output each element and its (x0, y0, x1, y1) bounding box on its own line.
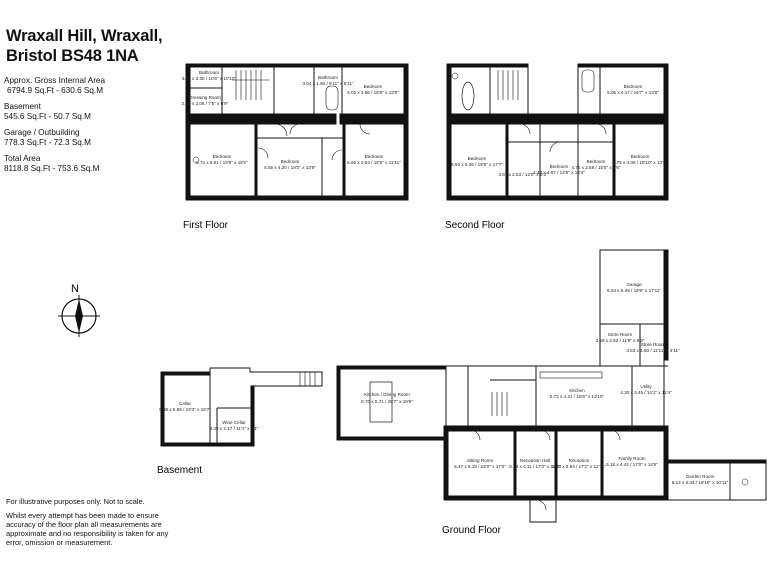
area-summary: Approx. Gross Internal Area 6794.9 Sq.Ft… (4, 76, 105, 174)
reception-hall-name: Reception Hall (520, 458, 550, 463)
ff-bed4-dims: 5.66 x 3.54 / 18'6" x 11'11" (347, 160, 401, 165)
garage-area-value: 778.3 Sq.Ft - 72.3 Sq.M (4, 138, 91, 147)
ff-bathroom2-name: Bathroom (318, 75, 338, 80)
reception-name: Reception (569, 458, 590, 463)
basement-labels: Cellar 5.88 x 5.68 / 19'3" x 18'7" Wine … (159, 401, 259, 431)
garden-room-dims: 5.12 x 3.33 / 16'10" x 10'11" (672, 480, 729, 485)
basement-plan (160, 367, 323, 447)
wine-cellar-dims: 3.39 x 2.17 / 11'1" x 7'1" (210, 426, 259, 431)
family-room-name: Family Room (618, 456, 645, 461)
sf-bed3-dims: 4.43 x 4.07 / 14'6" x 13'4" (533, 170, 585, 175)
ff-dressing-dims: 2.27 x 2.06 / 7'5" x 6'9" (182, 101, 229, 106)
utility-name: Utility (640, 384, 652, 389)
gross-area-value: 6794.9 Sq.Ft - 630.6 Sq.M (7, 86, 104, 95)
ff-bathroom-name: Bathroom (199, 70, 219, 75)
second-floor-plan (446, 63, 669, 201)
basement-area-heading: Basement (4, 102, 41, 111)
store-name: Store Room (641, 342, 666, 347)
disclaimer-line-2: Whilst every attempt has been made to en… (6, 510, 169, 547)
first-floor-labels: Bathroom 3.20 x 3.30 / 10'6" x 10'10" Dr… (182, 70, 402, 170)
sf-bed1-name: Bedroom (624, 84, 643, 89)
cellar-dims: 5.88 x 5.68 / 19'3" x 18'7" (159, 407, 211, 412)
ff-bed2-dims: 5.72 x 5.51 / 18'9" x 18'1" (196, 160, 248, 165)
ground-floor-plan (336, 249, 767, 523)
garage-dims: 6.03 x 5.45 / 19'9" x 17'11" (607, 288, 661, 293)
store-room-name: Store Room (608, 332, 633, 337)
reception-dims: 5.23 x 3.94 / 17'2" x 12'11" (552, 464, 606, 469)
total-area-heading: Total Area (4, 154, 41, 163)
first-floor-plan (185, 63, 409, 201)
family-room-dims: 5.18 x 4.42 / 17'0" x 14'6" (606, 462, 658, 467)
ff-bed2-name: Bedroom (213, 154, 232, 159)
gross-area-heading: Approx. Gross Internal Area (4, 76, 106, 85)
sf-bed5-dims: 5.75 x 4.08 / 18'10" x 13'5" (613, 160, 668, 165)
ff-bed3-dims: 5.55 x 4.20 / 18'2" x 13'9" (264, 165, 316, 170)
store-dims: 3.63 x 1.50 / 11'11" x 4'11" (626, 348, 680, 353)
sitting-room-name: Sitting Room (467, 458, 493, 463)
sf-bed2-dims: 5.93 x 5.36 / 19'5" x 17'7" (451, 162, 503, 167)
address-line-1: Wraxall Hill, Wraxall, (6, 27, 163, 45)
compass-arrow (75, 299, 83, 333)
ground-floor-label: Ground Floor (442, 525, 502, 536)
utility-dims: 4.30 x 3.45 / 14'1" x 11'4" (620, 390, 672, 395)
ff-bathroom-dims: 3.20 x 3.30 / 10'6" x 10'10" (182, 76, 237, 81)
sitting-room-dims: 5.47 x 5.18 / 18'0" x 17'0" (454, 464, 506, 469)
disclaimer-line-1: For illustrative purposes only. Not to s… (6, 497, 145, 506)
property-address: Wraxall Hill, Wraxall, Bristol BS48 1NA (6, 26, 163, 66)
compass: N (58, 283, 100, 337)
store-room-dims: 3.59 x 2.52 / 11'9" x 8'3" (596, 338, 645, 343)
sf-room-dims: 3.67 x 2.53 / 12'0" x 8'3" (498, 172, 548, 177)
kitchen-dining-dims: 8.70 x 5.71 / 28'7" x 18'9" (361, 399, 413, 404)
ff-bed1-dims: 5.03 x 3.96 / 16'6" x 13'0" (347, 90, 399, 95)
ff-dressing-name: Dressing Room (189, 95, 221, 100)
compass-north-label: N (71, 283, 79, 295)
sf-bed4-name: Bedroom (587, 159, 606, 164)
sf-bed3-name: Bedroom (550, 164, 569, 169)
garage-name: Garage (626, 282, 642, 287)
basement-area-value: 545.6 Sq.Ft - 50.7 Sq.M (4, 112, 91, 121)
garden-room-name: Garden Room (686, 474, 715, 479)
ff-bed3-name: Bedroom (281, 159, 300, 164)
address-line-2: Bristol BS48 1NA (6, 47, 139, 65)
second-floor-labels: Bedroom 5.05 x 4.17 / 16'7" x 13'8" Bedr… (451, 84, 667, 177)
disclaimer: For illustrative purposes only. Not to s… (6, 497, 176, 548)
ff-bed1-name: Bedroom (364, 84, 383, 89)
second-floor-label: Second Floor (445, 220, 505, 231)
sf-bed1-dims: 5.05 x 4.17 / 16'7" x 13'8" (607, 90, 659, 95)
sf-bed5-name: Bedroom (631, 154, 650, 159)
sf-bed4-dims: 4.71 x 2.58 / 15'5" x 8'6" (571, 165, 621, 170)
ground-floor-labels: Kitchen / Dining Room 8.70 x 5.71 / 28'7… (361, 282, 729, 485)
ff-bed4-name: Bedroom (365, 154, 384, 159)
cellar-name: Cellar (179, 401, 191, 406)
ff-bathroom2-dims: 3.04 x 1.80 / 9'11" x 5'11" (302, 81, 353, 86)
reception-hall-dims: 5.18 x 4.11 / 17'0" x 13'6" (509, 464, 561, 469)
total-area-value: 8118.8 Sq.Ft - 753.6 Sq.M (4, 164, 100, 173)
first-floor-label: First Floor (183, 220, 229, 231)
sf-bed2-name: Bedroom (468, 156, 487, 161)
kitchen-dining-name: Kitchen / Dining Room (364, 392, 410, 397)
wine-cellar-name: Wine Cellar (222, 420, 246, 425)
basement-label: Basement (157, 465, 202, 476)
kitchen-dims: 5.72 x 4.21 / 18'9" x 13'10" (550, 394, 605, 399)
kitchen-name: Kitchen (569, 388, 585, 393)
garage-area-heading: Garage / Outbuilding (4, 128, 80, 137)
